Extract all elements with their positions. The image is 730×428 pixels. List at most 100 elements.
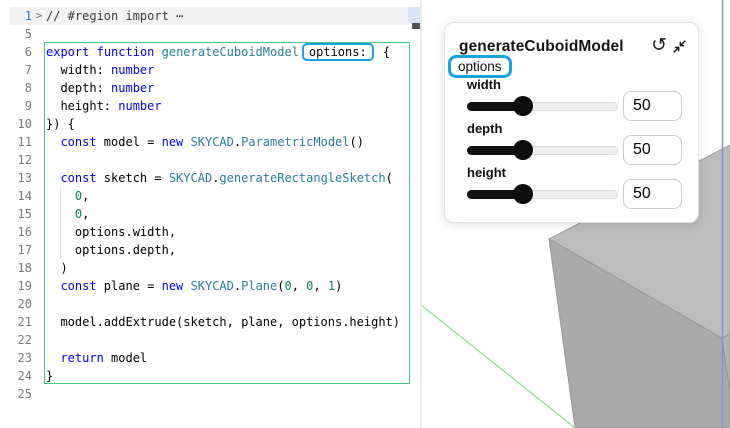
height-input[interactable]	[623, 179, 682, 209]
code-token: )	[46, 261, 68, 275]
collapse-icon[interactable]	[672, 39, 687, 54]
code-token: (	[277, 279, 285, 293]
height-slider-fill[interactable]	[467, 189, 523, 199]
code-token: number	[118, 99, 162, 113]
line-number: 15	[17, 207, 32, 221]
line-number: 7	[24, 63, 32, 77]
fold-slot	[32, 25, 46, 43]
line-number: 8	[24, 81, 32, 95]
code-text: // #region import ⋯	[46, 7, 183, 25]
depth-slider-thumb[interactable]	[512, 140, 533, 160]
fold-slot	[32, 223, 46, 241]
code-text: model.addExtrude(sketch, plane, options.…	[46, 313, 400, 331]
code-token: }	[46, 369, 54, 383]
fold-slot	[32, 241, 46, 259]
line-number: 20	[17, 297, 32, 311]
width-slider-label: width	[467, 77, 501, 92]
code-token: model	[103, 351, 148, 365]
line-number: 19	[17, 279, 32, 293]
code-token: 1	[327, 279, 336, 293]
fold-slot	[32, 205, 46, 223]
code-token: generateCuboidModel	[161, 45, 299, 59]
fold-slot	[32, 367, 46, 385]
line-number: 9	[24, 99, 32, 113]
fold-slot	[32, 151, 46, 169]
code-token: Plane	[241, 279, 278, 293]
code-token: {	[375, 45, 391, 59]
code-text: }	[46, 367, 53, 385]
code-text: options.width,	[46, 223, 176, 241]
depth-input[interactable]	[623, 135, 682, 165]
line-number: 24	[17, 369, 32, 383]
options-highlight-code[interactable]: options:	[301, 43, 374, 61]
line-number: 23	[17, 351, 32, 365]
line-number: 21	[17, 315, 32, 329]
code-token: SKYCAD	[168, 171, 213, 185]
height-slider-label: height	[467, 165, 506, 180]
width-slider-thumb[interactable]	[512, 96, 533, 116]
fold-slot	[32, 133, 46, 151]
line-number: 13	[17, 171, 32, 185]
fold-expand-icon[interactable]: >	[35, 9, 43, 22]
code-text: const model = new SKYCAD.ParametricModel…	[46, 133, 364, 151]
code-text: width: number	[46, 61, 154, 79]
height-slider-thumb[interactable]	[512, 184, 533, 204]
code-token: width:	[46, 63, 112, 77]
code-token: 0	[284, 279, 292, 293]
code-token: export	[46, 45, 90, 59]
indent-guide	[60, 187, 61, 259]
code-token: function	[96, 45, 155, 59]
code-token: // #region import ⋯	[46, 9, 184, 23]
line-number: 10	[17, 117, 32, 131]
fold-slot	[32, 259, 46, 277]
code-line: 7 width: number	[0, 61, 420, 79]
code-token: model =	[96, 135, 162, 149]
code-line: 13 const sketch = SKYCAD.generateRectang…	[0, 169, 420, 187]
code-token	[46, 135, 60, 149]
line-number: 12	[17, 153, 32, 167]
code-line: 16 options.width,	[0, 223, 420, 241]
code-token: ,	[291, 279, 307, 293]
code-token	[183, 135, 190, 149]
code-token: ,	[82, 189, 90, 203]
code-token	[46, 189, 75, 203]
code-token: sketch =	[96, 171, 169, 185]
code-token: options.depth,	[46, 243, 177, 257]
fold-slot	[32, 61, 46, 79]
width-slider-fill[interactable]	[467, 101, 523, 111]
code-token: plane =	[96, 279, 162, 293]
code-token	[183, 279, 190, 293]
fold-slot	[32, 295, 46, 313]
code-token: model.addExtrude(sketch, plane, options.…	[46, 315, 401, 329]
options-parameter-chip[interactable]: options	[448, 55, 512, 78]
code-token: ParametricModel	[241, 135, 350, 149]
code-token: ,	[82, 207, 90, 221]
fold-slot	[32, 79, 46, 97]
code-line: 10}) {	[0, 115, 420, 133]
line-number: 16	[17, 225, 32, 239]
folded-line-highlight	[10, 7, 409, 25]
depth-slider-fill[interactable]	[467, 145, 523, 155]
fold-slot	[32, 115, 46, 133]
line-number: 11	[17, 135, 32, 149]
code-token: return	[60, 351, 104, 365]
code-token: .	[212, 171, 220, 185]
code-token: ,	[313, 279, 328, 293]
code-token	[46, 207, 75, 221]
code-line: 21 model.addExtrude(sketch, plane, optio…	[0, 313, 420, 331]
fold-slot	[32, 331, 46, 349]
code-token: options.width,	[46, 225, 177, 239]
code-token: .	[233, 135, 242, 149]
code-line: 15 0,	[0, 205, 420, 223]
width-input[interactable]	[623, 91, 682, 121]
code-token: const	[60, 135, 97, 149]
code-token: 0	[74, 189, 83, 203]
code-token: 0	[306, 279, 314, 293]
code-token: const	[60, 279, 97, 293]
code-line: 1>// #region import ⋯	[0, 7, 420, 25]
panel-actions: ↺	[651, 35, 687, 56]
reset-icon[interactable]: ↺	[651, 35, 667, 56]
